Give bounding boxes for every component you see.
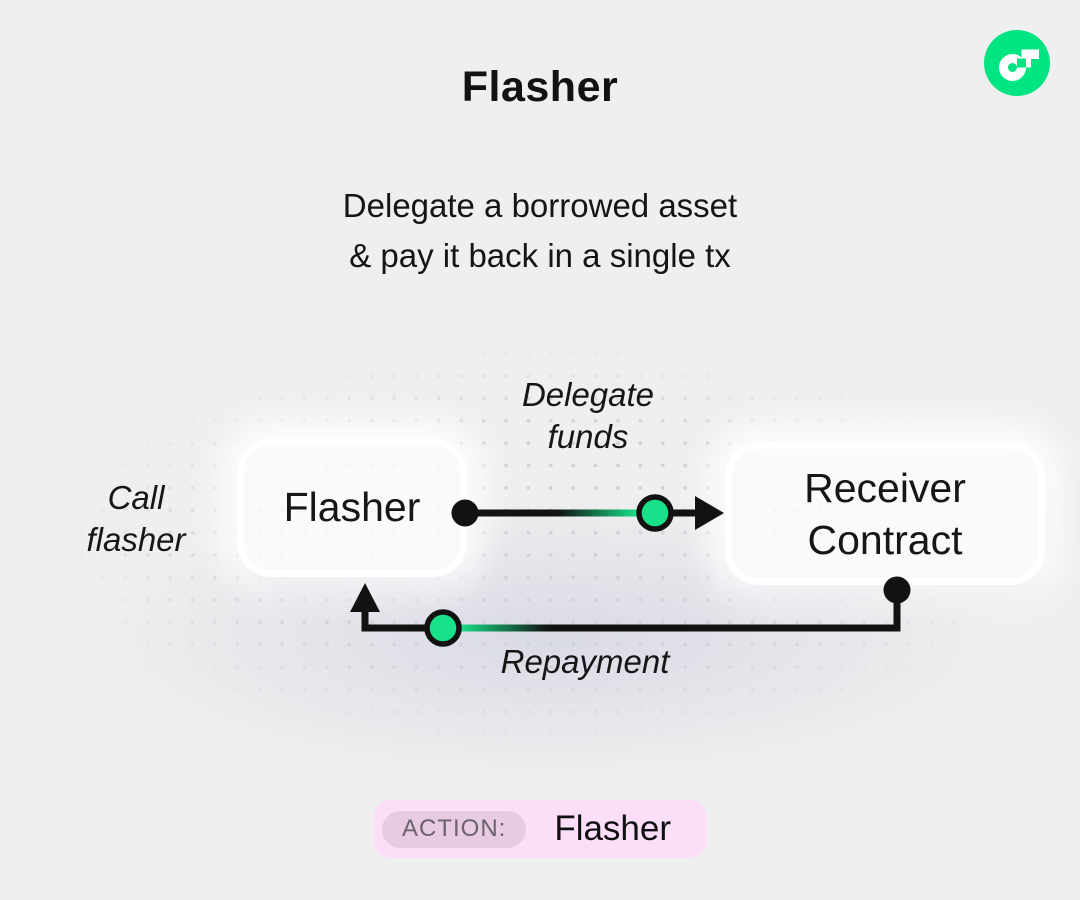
page-title: Flasher — [461, 63, 619, 111]
receiver-node-label: Receiver Contract — [804, 462, 966, 566]
receiver-node-line2: Contract — [807, 516, 963, 563]
action-chip-label: ACTION: — [402, 815, 507, 842]
page-subtitle-line2: & pay it back in a single tx — [349, 237, 731, 274]
flow-logo-icon — [984, 30, 1050, 96]
receiver-node-line1: Receiver — [804, 464, 966, 511]
call-flasher-label: Call flasher — [36, 477, 236, 561]
delegate-label-line2: funds — [547, 418, 629, 455]
delegate-label-line1: Delegate — [521, 376, 655, 413]
flasher-node-label: Flasher — [283, 484, 421, 530]
delegate-funds-label: Delegate funds — [458, 374, 718, 458]
page-subtitle-line1: Delegate a borrowed asset — [342, 187, 738, 224]
call-label-line2: flasher — [86, 521, 186, 558]
receiver-contract-node: Receiver Contract — [725, 442, 1045, 585]
call-label-line1: Call — [107, 479, 165, 516]
action-value: Flasher — [554, 809, 672, 848]
repayment-label: Repayment — [500, 643, 670, 680]
action-badge: ACTION: Flasher — [373, 800, 707, 858]
flasher-node: Flasher — [237, 438, 467, 577]
page-subtitle: Delegate a borrowed asset & pay it back … — [0, 181, 1080, 281]
action-chip: ACTION: — [382, 810, 527, 848]
